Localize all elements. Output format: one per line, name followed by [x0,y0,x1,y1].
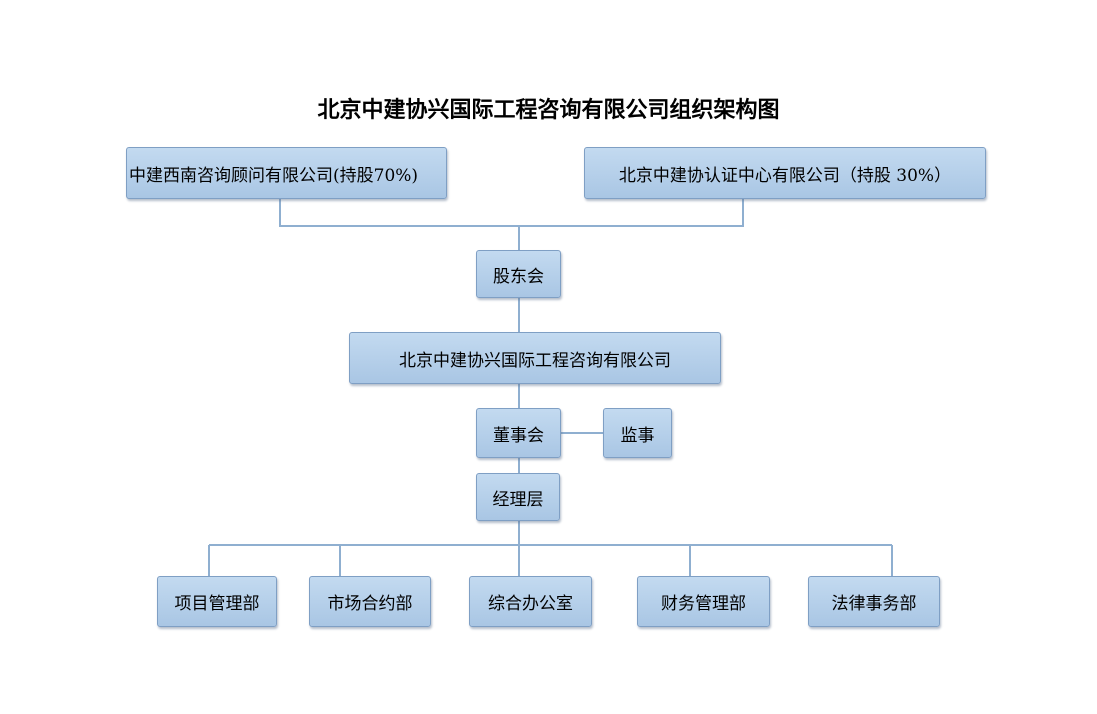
shareholders-meeting-box: 股东会 [476,250,561,298]
supervisor-box: 监事 [603,408,672,458]
company-box: 北京中建协兴国际工程咨询有限公司 [349,332,721,384]
shareholder-box-2: 北京中建协认证中心有限公司（持股 30%） [584,147,986,199]
department-box: 财务管理部 [637,576,770,627]
department-box: 综合办公室 [469,576,592,627]
shareholder-box-1: 中建西南咨询顾问有限公司(持股70%) [126,147,447,199]
department-box: 市场合约部 [309,576,431,627]
department-box: 法律事务部 [808,576,940,627]
chart-title: 北京中建协兴国际工程咨询有限公司组织架构图 [317,97,780,123]
management-box: 经理层 [476,473,560,521]
department-box: 项目管理部 [157,576,277,627]
board-box: 董事会 [476,408,561,458]
